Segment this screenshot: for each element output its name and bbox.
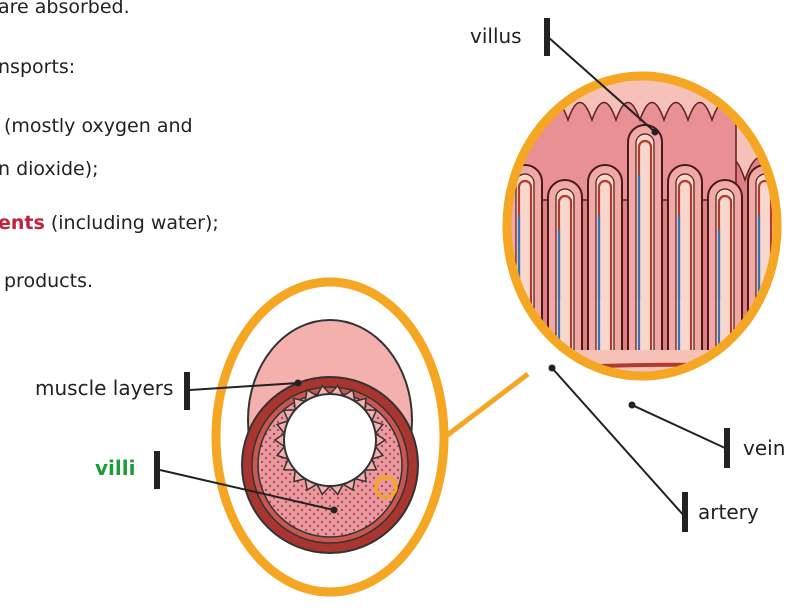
intestine-cross-section [216,282,444,592]
label-villi: villi [95,458,135,478]
label-vein: vein [743,438,785,458]
label-villus: villus [470,26,522,46]
label-artery: artery [698,502,759,522]
villi-magnified-view [500,70,790,410]
label-muscle-layers: muscle layers [35,378,173,398]
